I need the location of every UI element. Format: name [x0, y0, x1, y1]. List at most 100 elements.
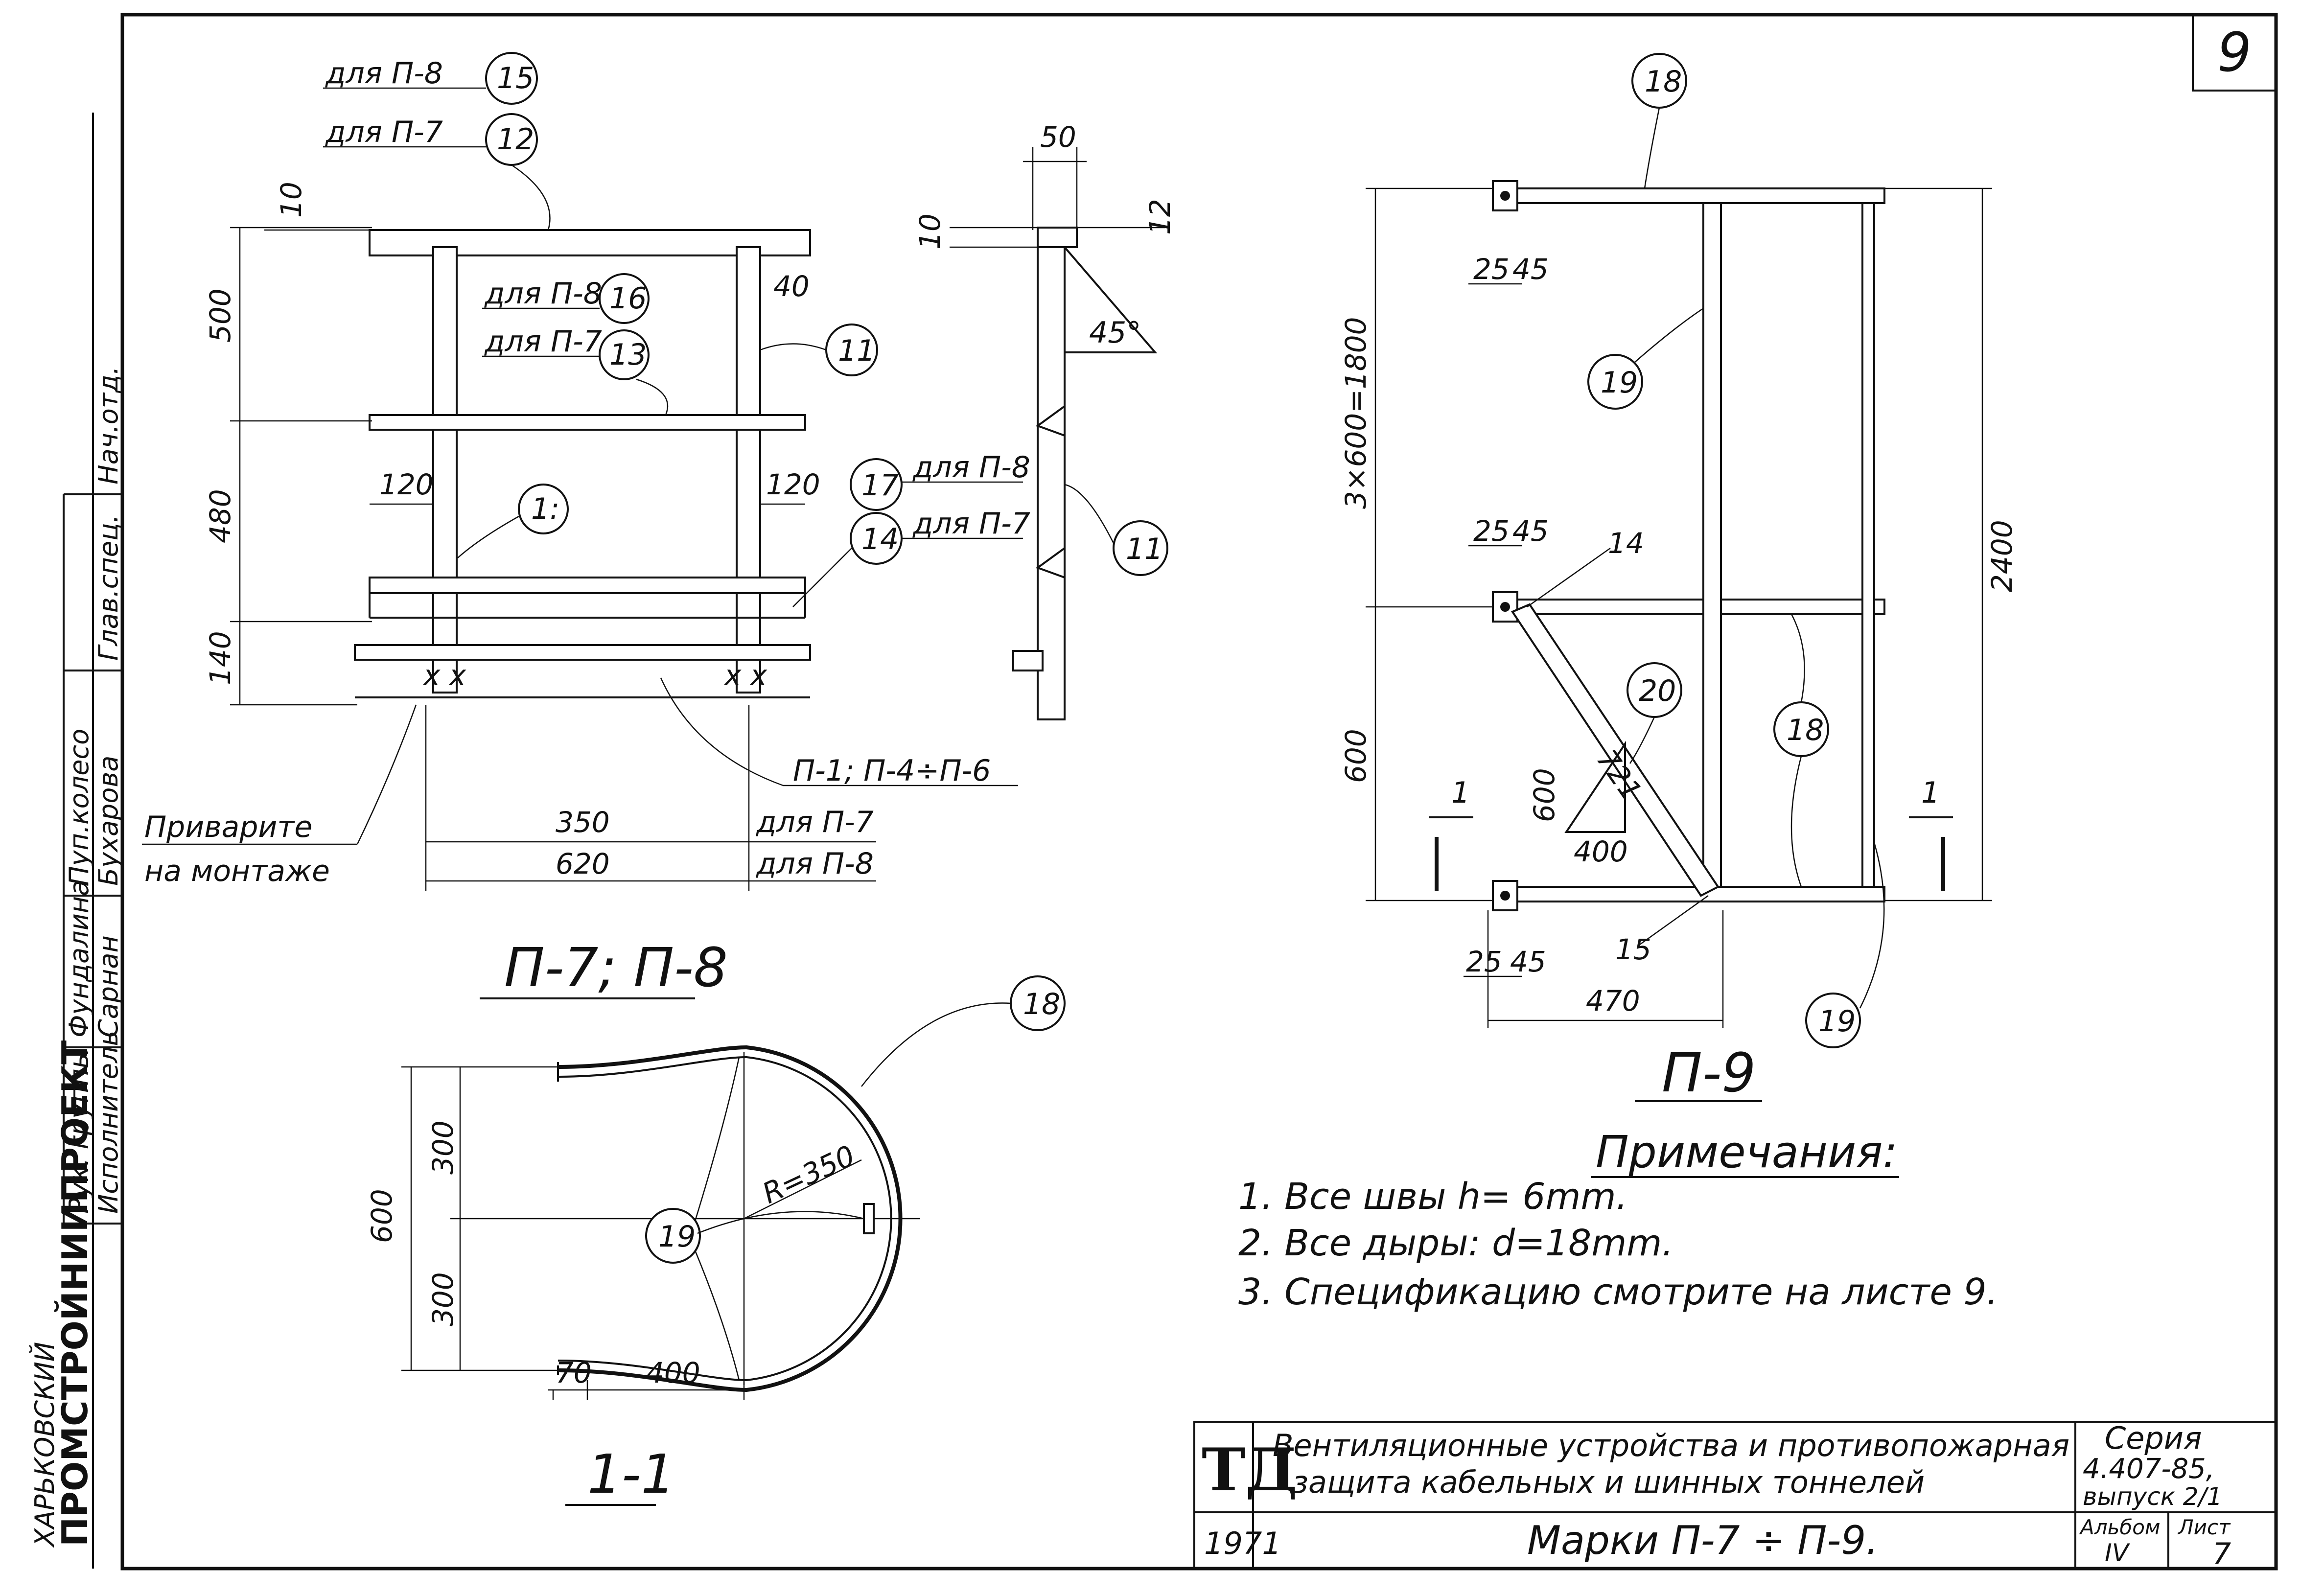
side-angle: 45°: [1089, 316, 1141, 350]
p9-dim-470: 470: [1586, 984, 1640, 1017]
series-issue: выпуск 2/1: [2083, 1482, 2222, 1511]
section-dim-600: 600: [365, 1189, 398, 1243]
dim-120-right: 120: [766, 468, 820, 501]
middle-angle: [369, 414, 806, 431]
callout-15: [485, 52, 538, 105]
side-row-4: Пуп.колесо: [64, 729, 94, 886]
side-detail: 50 10 12 45° 11: [913, 120, 1177, 720]
p9-dim-45-mid: 45: [1512, 514, 1549, 548]
p9-dim-1800: 3×600=1800: [1339, 317, 1372, 509]
svg-text:15: 15: [497, 61, 534, 95]
side-row-1: Исполнитель: [93, 1031, 124, 1214]
p9-dim-14: 14: [1608, 527, 1644, 560]
side-row-2: Фундалина: [64, 880, 94, 1038]
section-radius: R=350: [757, 1139, 860, 1210]
side-dim-10: 10: [913, 213, 947, 250]
dim-140: 140: [204, 631, 237, 685]
weld-note-line1: Приварите: [144, 810, 312, 844]
slope-rise: 600: [1528, 768, 1561, 822]
view-p7-p8-title: П-7; П-8: [504, 936, 728, 999]
p9-callout-19-bottom: [1805, 993, 1861, 1048]
post-left: [432, 246, 458, 694]
section-dim-300-top: 300: [426, 1120, 460, 1175]
side-row-3: Сарнан: [93, 935, 124, 1038]
slope-run: 400: [1574, 835, 1628, 868]
notes-heading: Примечания:: [1596, 1127, 1898, 1178]
callout-11-side: [1113, 520, 1168, 576]
series-label: Серия: [2105, 1420, 2202, 1456]
view-section-1-1: R=350 600 300 300 70 400 18 19 1-1: [365, 975, 1066, 1506]
p9-dim-600: 600: [1339, 729, 1372, 783]
svg-text:14: 14: [861, 522, 899, 556]
side-stamp: ХАРЬКОВСКИЙ ПРОМСТРОЙНИИПРОЕКТ Рук. груп…: [29, 113, 124, 1569]
weld-note-line2: на монтаже: [144, 854, 330, 888]
note-3: 3. Спецификацию смотрите на листе 9.: [1238, 1271, 1998, 1313]
svg-text:18: 18: [1645, 65, 1682, 99]
note-2: 2. Все дыры: d=18mm.: [1238, 1222, 1673, 1264]
dim-10: 10: [275, 182, 308, 218]
callout-16: [599, 273, 650, 324]
bottom-channel: [354, 644, 811, 661]
callout-14-note: для П-7: [912, 507, 1030, 541]
callout-17-note: для П-8: [912, 450, 1030, 485]
callout-13: [599, 329, 650, 380]
svg-text:12: 12: [497, 122, 534, 157]
p9-dim-45-top: 45: [1512, 253, 1549, 286]
side-top-cell: Нач.отд.: [93, 366, 124, 485]
svg-text:16: 16: [609, 281, 647, 316]
callout-1: [518, 484, 569, 534]
svg-text:20: 20: [1639, 674, 1676, 708]
p9-mid-rail: [1492, 599, 1885, 615]
dim-500: 500: [204, 288, 237, 343]
p9-dim-25-top: 25: [1473, 253, 1510, 286]
section-dim-400: 400: [646, 1356, 700, 1389]
title-block: ТД 1971 Вентиляционные устройства и прот…: [1193, 1420, 2277, 1571]
svg-text:x x: x x: [723, 659, 767, 692]
callout-16-note: для П-8: [484, 277, 602, 311]
svg-text:18: 18: [1023, 987, 1060, 1021]
post-right: [736, 246, 761, 694]
dim-40: 40: [773, 270, 810, 303]
side-org-line2: ПРОМСТРОЙНИИПРОЕКТ: [54, 1040, 95, 1547]
series-value: 4.407-85,: [2083, 1453, 2215, 1485]
side-row-5: Бухарова: [93, 756, 124, 886]
p9-dim-2400: 2400: [1985, 520, 2019, 592]
slope-triangle: [1564, 740, 1626, 833]
svg-text:13: 13: [609, 338, 647, 372]
sheet-label: Лист: [2177, 1515, 2231, 1539]
p9-dim-45-bot: 45: [1510, 945, 1546, 978]
side-dim-12: 12: [1143, 199, 1177, 235]
sheet-value: 7: [2212, 1537, 2231, 1571]
svg-text:x x: x x: [422, 659, 466, 692]
p9-right-post: [1861, 202, 1875, 888]
svg-text:19: 19: [1601, 366, 1638, 400]
side-post: [1037, 227, 1066, 720]
callout-12-note: для П-7: [325, 115, 443, 149]
title-logo: ТД: [1202, 1435, 1298, 1504]
side-mid-cell: Глав.спец.: [93, 514, 124, 661]
notes: Примечания: 1. Все швы h= 6mm. 2. Все ды…: [1238, 1127, 1998, 1313]
p9-dim-25-mid: 25: [1473, 514, 1510, 548]
dim-note-p7: для П-7: [756, 805, 874, 839]
svg-text:18: 18: [1787, 713, 1824, 747]
callout-17: [850, 458, 903, 511]
p9-dim-25-bot: 25: [1466, 945, 1502, 978]
drawing-title: Марки П-7 ÷ П-9.: [1527, 1518, 1879, 1563]
lower-angle-1: [369, 577, 806, 594]
title-year: 1971: [1204, 1526, 1281, 1561]
album-label: Альбом: [2079, 1515, 2161, 1539]
side-org-line1: ХАРЬКОВСКИЙ: [29, 1342, 60, 1548]
view-p7-p8: x x x x 10 500 480 140 120 120 40 350 62…: [142, 52, 1030, 999]
p9-callout-19-left: [1587, 354, 1643, 410]
sheet-number: 9: [2217, 21, 2252, 84]
note-1: 1. Все швы h= 6mm.: [1238, 1176, 1627, 1218]
view-p9: 3×600=1800 600 2400 25 45 25 45 25 45 47…: [1339, 53, 2019, 1104]
p9-dim-15: 15: [1615, 933, 1651, 966]
section-callout-19: [645, 1208, 701, 1264]
svg-text:17: 17: [861, 468, 899, 503]
svg-text:11: 11: [838, 334, 875, 368]
dim-480: 480: [204, 489, 237, 543]
section-dim-70: 70: [556, 1356, 592, 1389]
p9-diagonal: [1511, 603, 1720, 897]
